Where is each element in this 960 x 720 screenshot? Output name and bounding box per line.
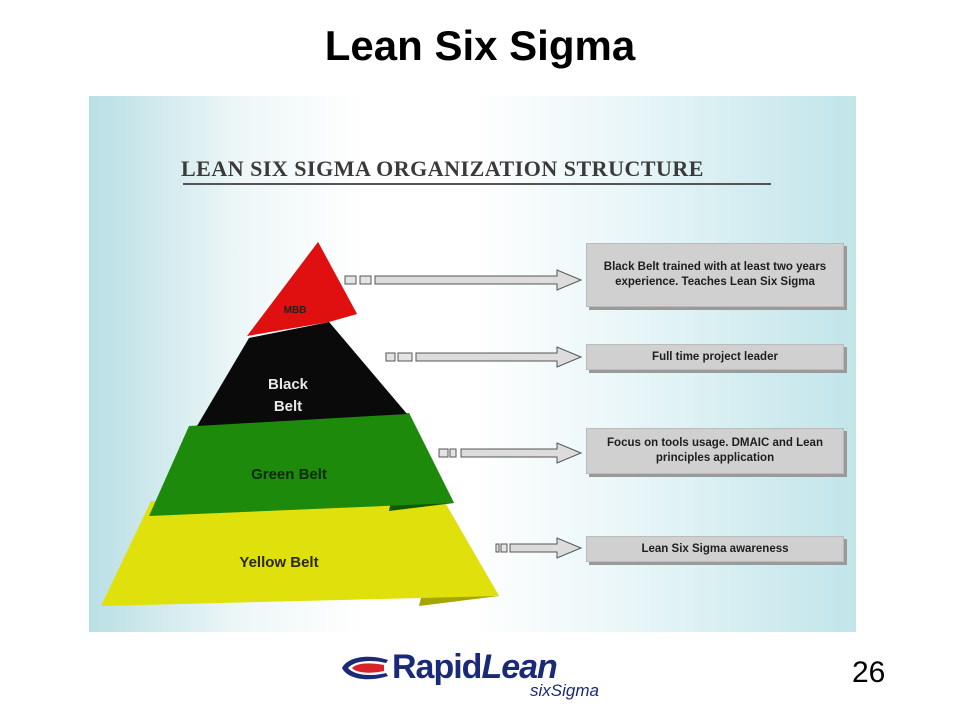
yellow-belt-tier — [101, 501, 499, 606]
pyramid-diagram — [101, 242, 583, 606]
logo-brand-bold: Rapid — [392, 648, 482, 686]
diagram-title: LEAN SIX SIGMA ORGANIZATION STRUCTURE — [181, 156, 704, 181]
arrow-mbb — [344, 269, 583, 291]
rapidlean-logo: RapidLean sixSigma — [340, 648, 630, 704]
green-belt-description: Focus on tools usage. DMAIC and Lean pri… — [586, 428, 844, 474]
mbb-description: Black Belt trained with at least two yea… — [586, 243, 844, 307]
green-belt-label: Green Belt — [251, 466, 327, 483]
mbb-tier — [247, 242, 357, 336]
page-number: 26 — [852, 656, 886, 689]
arrow-green-belt — [438, 442, 583, 464]
diagram-title-underline — [183, 183, 771, 185]
black-belt-tier — [197, 322, 407, 426]
yellow-belt-label: Yellow Belt — [239, 554, 319, 571]
org-structure-figure: LEAN SIX SIGMA ORGANIZATION STRUCTURE MB… — [89, 96, 856, 632]
green-belt-tier — [149, 413, 454, 516]
arrow-black-belt — [385, 346, 583, 368]
black-belt-description: Full time project leader — [586, 344, 844, 370]
mbb-label: MBB — [283, 305, 307, 316]
black-belt-label: Black Belt — [267, 376, 309, 415]
logo-swoosh-icon — [342, 656, 388, 680]
slide-title: Lean Six Sigma — [324, 22, 636, 69]
logo-brand-italic: Lean — [481, 648, 557, 686]
yellow-belt-description: Lean Six Sigma awareness — [586, 536, 844, 562]
arrow-yellow-belt — [495, 537, 583, 559]
logo-subtitle: sixSigma — [530, 681, 599, 700]
